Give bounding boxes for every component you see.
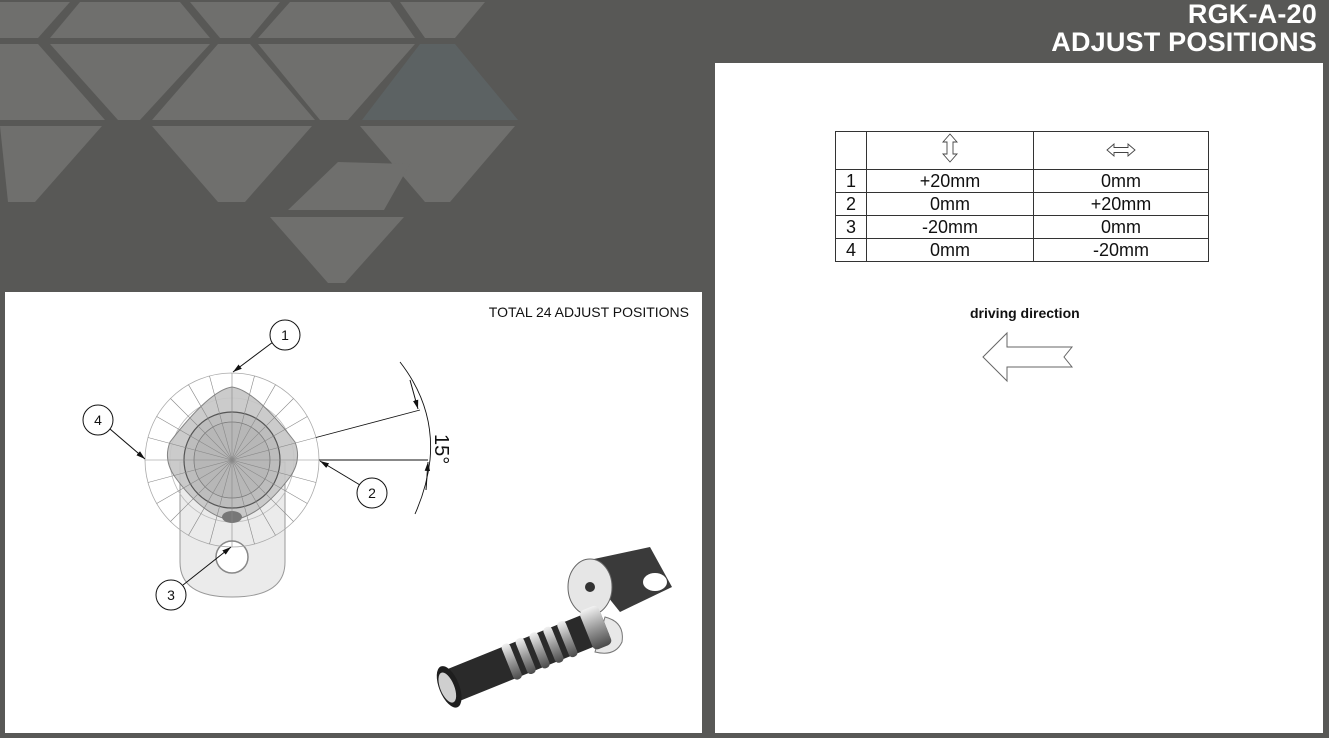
svg-text:1: 1 [281,327,289,343]
page-title: ADJUST POSITIONS [1051,27,1317,57]
position-number: 1 [835,169,867,193]
header-vertical-cell [866,131,1034,170]
position-number: 2 [835,192,867,216]
header-horizontal-cell [1033,131,1209,170]
svg-text:15°: 15° [430,434,452,464]
horizontal-offset: 0mm [1033,169,1209,193]
table-row: 3 -20mm 0mm [835,215,1209,239]
svg-text:3: 3 [167,587,175,603]
position-number: 3 [835,215,867,239]
vertical-offset: +20mm [866,169,1034,193]
title-block: RGK-A-20 ADJUST POSITIONS [1051,0,1317,56]
horizontal-double-arrow-icon [1106,142,1136,157]
footpeg-assembly-image [436,547,672,708]
table-header-row [835,131,1209,170]
adjustment-diagram: 15° 1 2 3 4 [82,319,452,611]
header-index-cell [835,131,867,170]
svg-text:2: 2 [368,485,376,501]
total-positions-label: TOTAL 24 ADJUST POSITIONS [488,304,689,320]
table-row: 1 +20mm 0mm [835,169,1209,193]
triangle-pattern-background [0,2,518,283]
positions-panel: 1 +20mm 0mm 2 0mm +20mm 3 -20mm 0mm 4 0m… [715,63,1323,733]
model-number: RGK-A-20 [1187,0,1317,29]
table-row: 4 0mm -20mm [835,238,1209,262]
table-row: 2 0mm +20mm [835,192,1209,216]
vertical-offset: -20mm [866,215,1034,239]
svg-text:4: 4 [94,412,102,428]
left-arrow-icon [982,331,1074,383]
horizontal-offset: 0mm [1033,215,1209,239]
position-number: 4 [835,238,867,262]
vertical-offset: 0mm [866,192,1034,216]
horizontal-offset: -20mm [1033,238,1209,262]
vertical-double-arrow-icon [942,133,958,163]
vertical-offset: 0mm [866,238,1034,262]
driving-direction-label: driving direction [970,305,1080,321]
horizontal-offset: +20mm [1033,192,1209,216]
drawing-panel: TOTAL 24 ADJUST POSITIONS [5,292,702,733]
positions-table: 1 +20mm 0mm 2 0mm +20mm 3 -20mm 0mm 4 0m… [835,131,1209,262]
